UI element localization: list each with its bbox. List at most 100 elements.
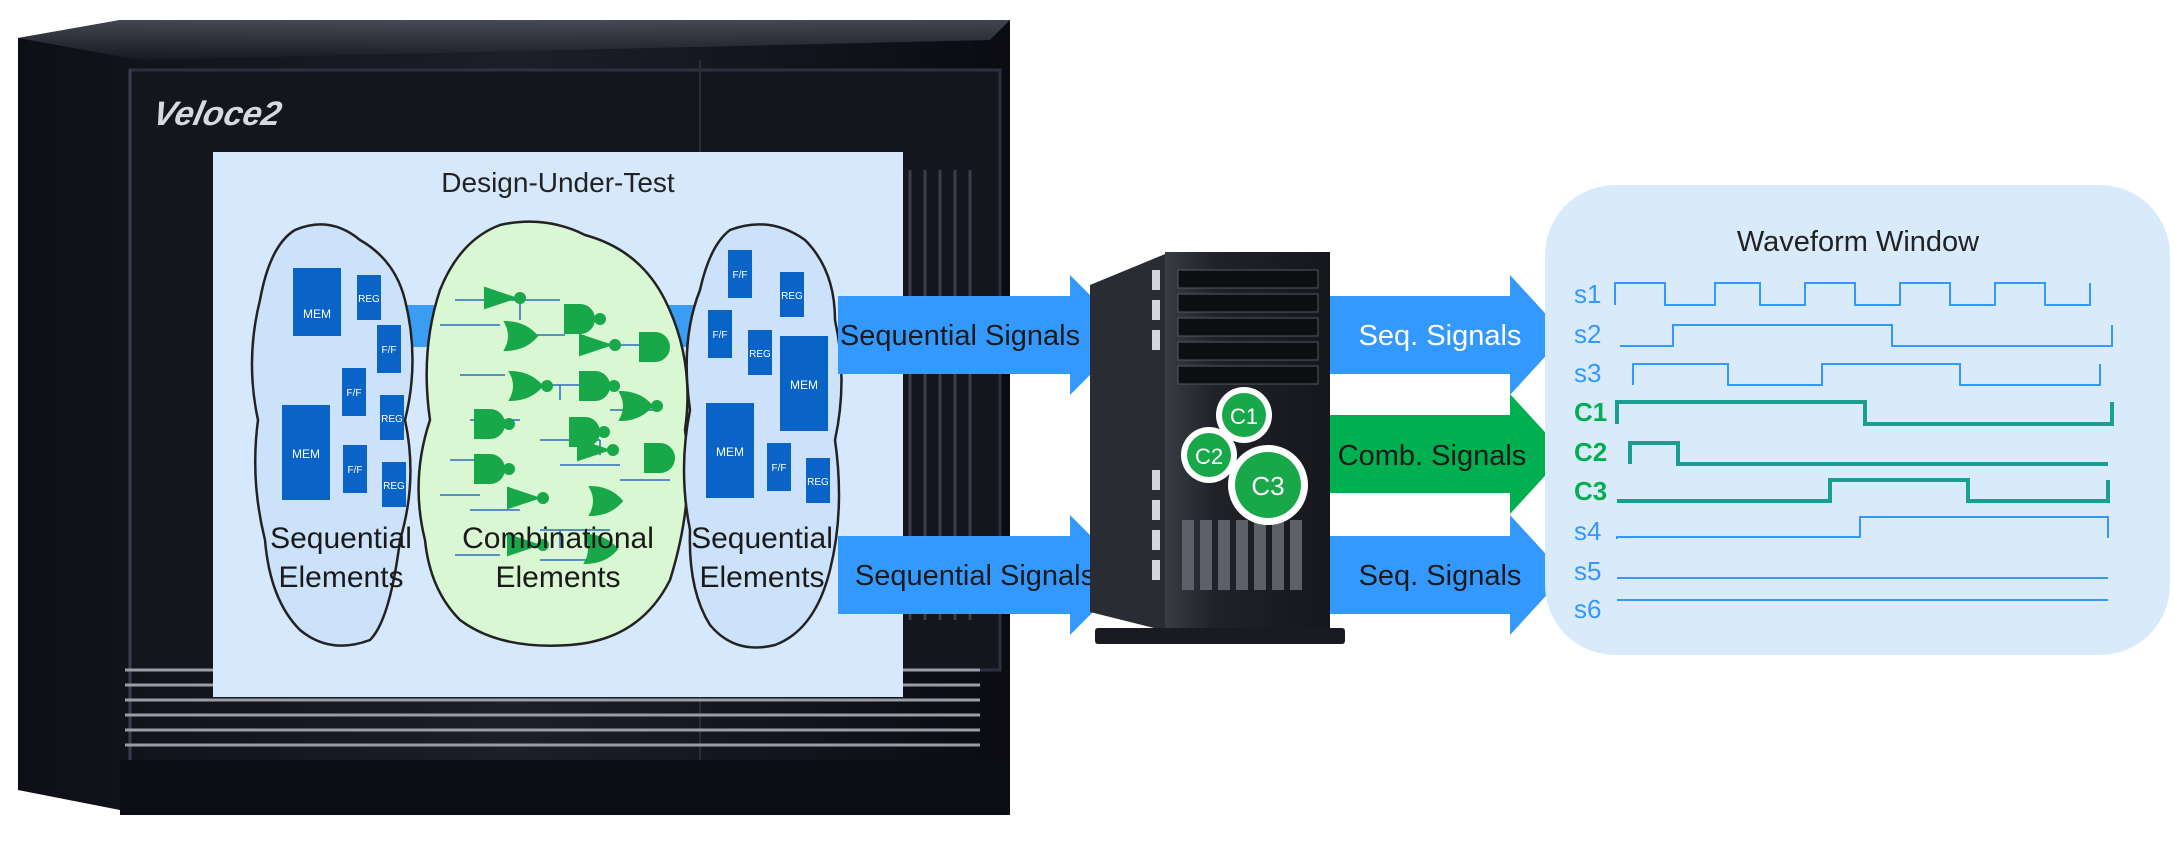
server-drive-slots [1182,520,1302,590]
signal-label-s3: s3 [1574,358,1601,388]
not-gate [507,486,549,510]
mem-chip [282,405,330,500]
ff-chip-label: F/F [713,330,728,341]
arrow-label: Seq. Signals [1359,320,1522,352]
reg-chip-label: REG [381,414,403,425]
gear-c2: C2 [1181,427,1237,483]
trace-c1 [1615,400,2114,426]
trace-c2 [1628,441,2108,466]
ff-chip-label: F/F [348,465,363,476]
left-group-label-line1: Sequential [270,522,412,555]
trace-s2 [1620,324,2113,347]
dut-panel: Design-Under-Test MEM REG F/F F/F REG ME… [213,152,903,697]
reg-chip-label: REG [358,294,380,305]
arrow-comb-right: Comb. Signals [1330,394,1565,514]
dut-title: Design-Under-Test [441,167,675,198]
ff-chip [343,445,367,493]
ff-chip [767,443,791,491]
signal-label-s4: s4 [1574,516,1601,546]
signal-label-s1: s1 [1574,279,1601,309]
server-side [1090,252,1170,632]
reg-chip [806,458,830,503]
mem-chip-label: MEM [292,447,320,461]
arrow-sequential-top: Sequential Signals [838,275,1130,395]
gear-c3: C3 [1228,445,1308,525]
arrow-seq-bottom-right: Seq. Signals [1330,515,1565,635]
gear-c1: C1 [1216,387,1272,443]
ff-chip-label: F/F [382,345,397,356]
reg-chip-label: REG [781,291,803,302]
waveform-window: Waveform Window s1 s2 s3 C1 C2 C3 s4 s5 … [1545,185,2170,655]
reg-chip-label: REG [807,477,829,488]
logic-gates [440,286,675,565]
ff-chip [728,250,752,298]
reg-chip [357,275,381,320]
gear-label: C2 [1195,444,1223,469]
signal-label-s2: s2 [1574,319,1601,349]
middle-group-label-line1: Combinational [462,522,654,555]
not-gate [577,438,619,462]
mem-chip-label: MEM [790,378,818,392]
reg-chip [380,395,404,440]
reg-chip [748,330,772,375]
left-chips: MEM REG F/F F/F REG MEM F/F REG [282,268,406,507]
trace-c3 [1617,478,2110,503]
or-gate [588,485,624,517]
reg-chip-label: REG [383,481,405,492]
signal-label-c3: C3 [1574,476,1607,506]
cabinet-top-edge [18,20,1010,60]
ff-chip-label: F/F [347,388,362,399]
signal-labels: s1 s2 s3 C1 C2 C3 s4 s5 s6 [1574,279,1607,624]
right-chips: F/F REG F/F REG MEM MEM F/F REG [706,250,830,503]
trace-s3 [1632,363,2101,386]
arrow-label: Comb. Signals [1338,440,1527,472]
signal-label-s6: s6 [1574,594,1601,624]
waveform-title: Waveform Window [1737,226,1980,258]
reg-chip [382,462,406,507]
and-gate [639,332,670,362]
arrow-seq-top-right: Seq. Signals [1330,275,1565,395]
mem-chip [706,403,754,498]
or-gate [503,320,539,352]
signal-traces [1614,282,2114,601]
right-group-label-line2: Elements [699,561,824,594]
mem-chip-label: MEM [716,445,744,459]
middle-group-label-line2: Elements [495,561,620,594]
reg-chip-label: REG [749,349,771,360]
and-gate [474,409,515,439]
not-gate [507,533,549,557]
or-gate [583,533,619,565]
arrow-label: Seq. Signals [1359,560,1522,592]
mem-chip-label: MEM [303,307,331,321]
ff-chip [342,368,366,416]
server-base [1095,628,1345,644]
ff-chip-label: F/F [733,270,748,281]
left-sequential-cloud [250,223,414,647]
arrow-label: Sequential Signals [840,320,1080,352]
signal-label-c2: C2 [1574,437,1607,467]
middle-combinational-cloud [417,220,690,647]
arrow-sequential-bottom: Sequential Signals [838,515,1130,635]
mem-chip [780,336,828,431]
trace-s1 [1614,282,2091,306]
not-gate [579,333,621,357]
server-tower: C1 C2 C3 [1090,252,1345,644]
ff-chip [377,325,401,373]
mem-chip [293,268,341,336]
signal-label-s5: s5 [1574,556,1601,586]
cabinet-base [120,760,1010,815]
ff-chip-label: F/F [772,463,787,474]
and-gate [644,443,675,473]
gear-label: C1 [1230,404,1258,429]
or-gate [618,390,663,422]
left-group-label-line2: Elements [278,561,403,594]
gear-label: C3 [1251,471,1284,501]
server-side-vents [1152,270,1160,580]
and-gate [564,304,606,334]
right-group-label-line1: Sequential [691,522,833,555]
trace-s4 [1616,516,2109,539]
and-gate [579,371,620,401]
ff-chip [708,310,732,358]
or-gate [508,370,553,402]
